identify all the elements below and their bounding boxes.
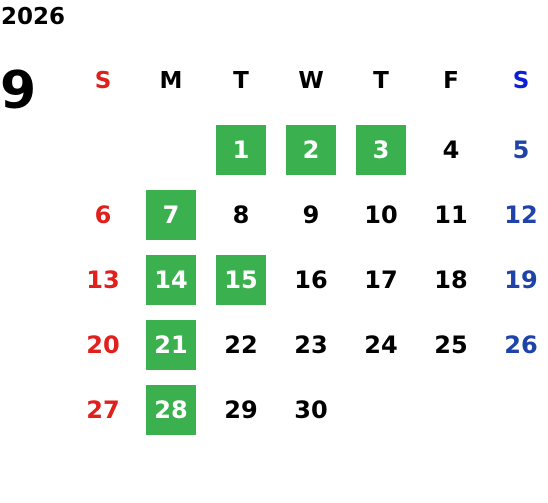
day-cell-14[interactable]: 14: [146, 255, 196, 305]
day-cell-24[interactable]: 24: [364, 331, 398, 359]
day-cell-2[interactable]: 2: [286, 125, 336, 175]
weekday-header-mon: M: [159, 68, 183, 94]
day-cell-8[interactable]: 8: [232, 201, 250, 229]
day-cell-28[interactable]: 28: [146, 385, 196, 435]
weekday-header-sat: S: [512, 68, 530, 94]
day-cell-3[interactable]: 3: [356, 125, 406, 175]
year-label: 2026: [1, 4, 66, 30]
day-cell-13[interactable]: 13: [86, 266, 120, 294]
day-cell-23[interactable]: 23: [294, 331, 328, 359]
day-cell-10[interactable]: 10: [364, 201, 398, 229]
day-cell-1[interactable]: 1: [216, 125, 266, 175]
day-cell-30[interactable]: 30: [294, 396, 328, 424]
day-cell-15[interactable]: 15: [216, 255, 266, 305]
day-cell-19[interactable]: 19: [504, 266, 538, 294]
day-cell-7[interactable]: 7: [146, 190, 196, 240]
day-cell-6[interactable]: 6: [94, 201, 112, 229]
day-cell-29[interactable]: 29: [224, 396, 258, 424]
weekday-header-fri: F: [443, 68, 459, 94]
weekday-header-thu: T: [373, 68, 389, 94]
day-cell-22[interactable]: 22: [224, 331, 258, 359]
weekday-header-sun: S: [94, 68, 112, 94]
day-cell-16[interactable]: 16: [294, 266, 328, 294]
day-cell-12[interactable]: 12: [504, 201, 538, 229]
day-cell-25[interactable]: 25: [434, 331, 468, 359]
day-cell-27[interactable]: 27: [86, 396, 120, 424]
day-cell-4[interactable]: 4: [442, 136, 460, 164]
day-cell-20[interactable]: 20: [86, 331, 120, 359]
day-cell-5[interactable]: 5: [512, 136, 530, 164]
day-cell-17[interactable]: 17: [364, 266, 398, 294]
month-number: 9: [0, 61, 37, 121]
weekday-header-wed: W: [298, 68, 324, 94]
day-cell-9[interactable]: 9: [302, 201, 320, 229]
day-cell-26[interactable]: 26: [504, 331, 538, 359]
day-cell-18[interactable]: 18: [434, 266, 468, 294]
day-cell-21[interactable]: 21: [146, 320, 196, 370]
day-cell-11[interactable]: 11: [434, 201, 468, 229]
weekday-header-tue: T: [233, 68, 249, 94]
